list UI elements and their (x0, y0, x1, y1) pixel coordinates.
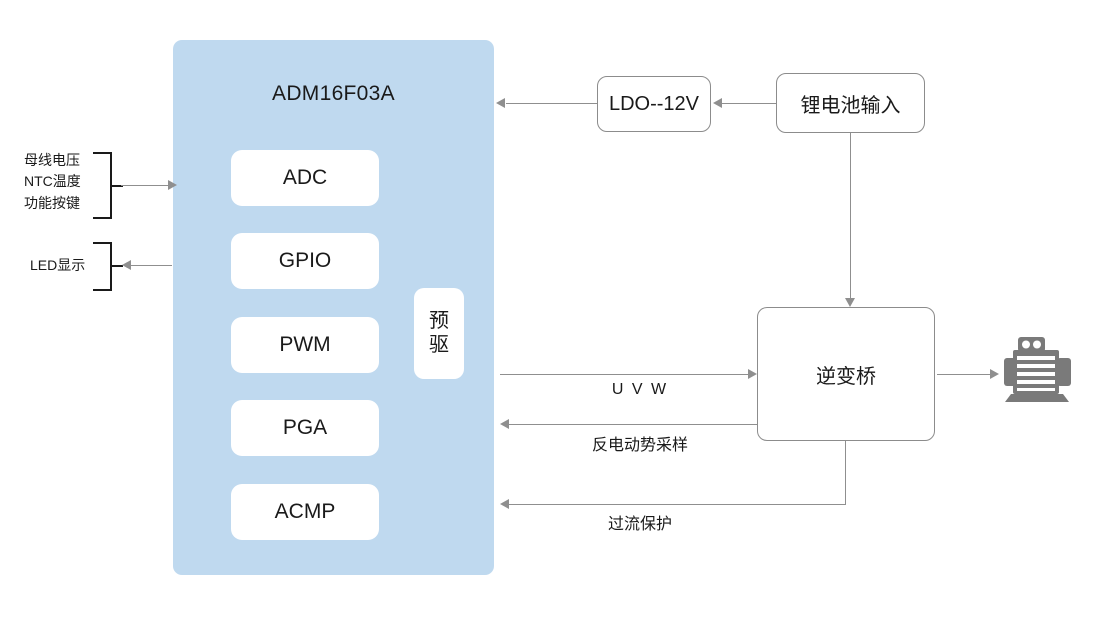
ldo-box[interactable]: LDO--12V (597, 76, 711, 132)
bemf-line (509, 424, 757, 425)
mcu-block-predriver[interactable]: 预 驱 (414, 288, 464, 379)
uvw-arrowhead-icon (748, 369, 757, 379)
left-input-line (121, 185, 170, 186)
battery-to-ldo-line (722, 103, 776, 104)
inverter-bridge-box[interactable]: 逆变桥 (757, 307, 935, 441)
signal-label-ocp: 过流保护 (607, 516, 672, 533)
left-input-bracket (93, 152, 112, 219)
inverter-to-motor-line (937, 374, 993, 375)
left-output-label: LED显示 (30, 257, 86, 273)
ldo-to-mcu-arrowhead-icon (496, 98, 505, 108)
battery-to-inverter-line (850, 133, 851, 298)
left-input-label: 母线电压 NTC温度 功能按键 (24, 152, 81, 211)
bemf-arrowhead-icon (500, 419, 509, 429)
ocp-vertical-line (845, 441, 846, 505)
left-output-line (130, 265, 172, 266)
battery-input-box[interactable]: 锂电池输入 (776, 73, 925, 133)
left-output-stub (111, 265, 123, 267)
predriver-label-line1: 预 (429, 309, 449, 332)
battery-to-ldo-arrowhead-icon (713, 98, 722, 108)
predriver-label-line2: 驱 (429, 333, 449, 356)
uvw-line (500, 374, 752, 375)
mcu-block-adc[interactable]: ADC (231, 150, 379, 206)
mcu-block-acmp[interactable]: ACMP (231, 484, 379, 540)
mcu-block-pga[interactable]: PGA (231, 400, 379, 456)
left-input-stub (111, 185, 123, 187)
motor-icon (1001, 334, 1077, 404)
left-output-bracket (93, 242, 112, 291)
signal-label-uvw: U V W (611, 381, 669, 398)
left-input-arrowhead-icon (168, 180, 177, 190)
signal-label-bemf: 反电动势采样 (591, 437, 688, 454)
ocp-arrowhead-icon (500, 499, 509, 509)
ldo-to-mcu-line (506, 103, 597, 104)
ocp-line (509, 504, 846, 505)
left-output-arrowhead-icon (122, 260, 131, 270)
inverter-to-motor-arrowhead-icon (990, 369, 999, 379)
mcu-block-pwm[interactable]: PWM (231, 317, 379, 373)
mcu-title: ADM16F03A (272, 82, 395, 105)
battery-to-inverter-arrowhead-icon (845, 298, 855, 307)
mcu-block-gpio[interactable]: GPIO (231, 233, 379, 289)
